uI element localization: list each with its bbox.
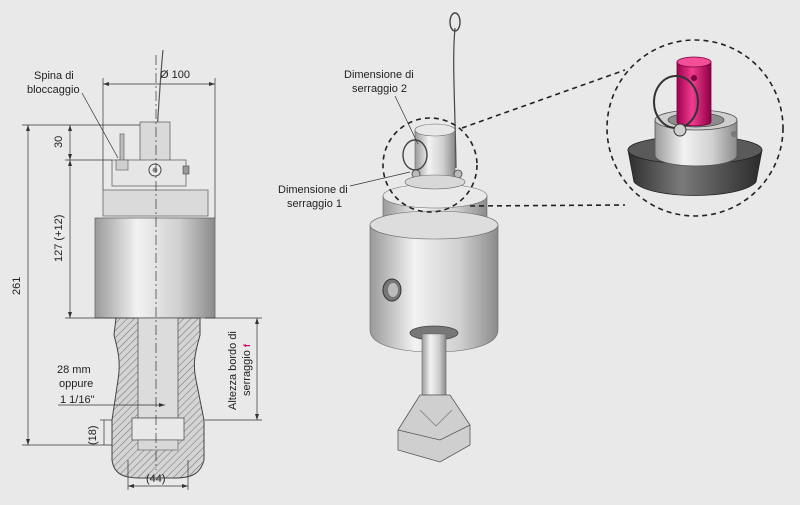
side-screw (182, 165, 190, 175)
main-body (94, 217, 216, 319)
side-hole-inner (388, 283, 398, 297)
clamp-dim1-line2: serraggio 1 (287, 198, 342, 210)
clamp1-leader (349, 171, 411, 187)
zoom-detail-circle (606, 39, 784, 217)
top-stub (139, 121, 171, 163)
tool-head (397, 394, 471, 463)
dim-127-label: 127 (+12) (53, 215, 65, 262)
pin-knob-center (152, 167, 158, 173)
pin-hole (691, 75, 697, 81)
pin-top (676, 56, 712, 68)
edge-height-mark: f (242, 343, 252, 347)
clamp-dim2-line1: Dimensione di (344, 69, 414, 81)
pin-label-line2: bloccaggio (27, 84, 80, 96)
tool-groove (419, 409, 453, 427)
size-label-line3: 1 1/16" (60, 394, 95, 406)
stub-top (414, 123, 456, 137)
clamp-dim1-line1: Dimensione di (278, 184, 348, 196)
bore-step-2 (137, 439, 179, 451)
bore (137, 317, 179, 419)
bore-step (131, 417, 185, 441)
cable-loop (449, 12, 461, 32)
dim-30-label: 30 (53, 136, 65, 148)
dimension-lines (22, 78, 262, 490)
dim-44-label: (44) (146, 473, 166, 485)
section-view: Ø 100 Spina di bloccaggio 30 127 (+12) 2… (11, 49, 262, 490)
perspective-view: Dimensione di serraggio 2 Dimensione di … (278, 12, 626, 463)
collar-step (404, 174, 466, 190)
zoom-line-top (461, 69, 626, 129)
detail-side-hole (731, 131, 737, 137)
tool-edge (397, 424, 471, 441)
edge-height-word: serraggio (241, 350, 253, 396)
cylinder-top (369, 210, 499, 240)
upper-body (102, 189, 209, 217)
zoom-source-circle (382, 117, 478, 213)
shank (421, 333, 447, 396)
dim-261-label: 261 (11, 277, 23, 295)
diameter-label: Ø 100 (160, 69, 190, 81)
zoom-line-bottom (469, 204, 626, 207)
size-label-line2: oppure (59, 378, 93, 390)
pin-collar (115, 159, 129, 171)
detail-view (606, 39, 784, 217)
dimension-arrows (26, 82, 259, 488)
clamp2-leader (394, 95, 419, 145)
size-label-line1: 28 mm (57, 364, 91, 376)
pin-label-line1: Spina di (34, 70, 74, 82)
dim-18-label: (18) (87, 425, 99, 445)
locking-pin (119, 133, 125, 165)
edge-height-line1: Altezza bordo di (227, 331, 239, 410)
clamp-dim2-line2: serraggio 2 (352, 83, 407, 95)
detail-ring-knob (673, 123, 687, 137)
edge-height-line2: serraggio f (241, 343, 253, 396)
top-stub-3d (414, 129, 456, 181)
cable (453, 27, 457, 169)
